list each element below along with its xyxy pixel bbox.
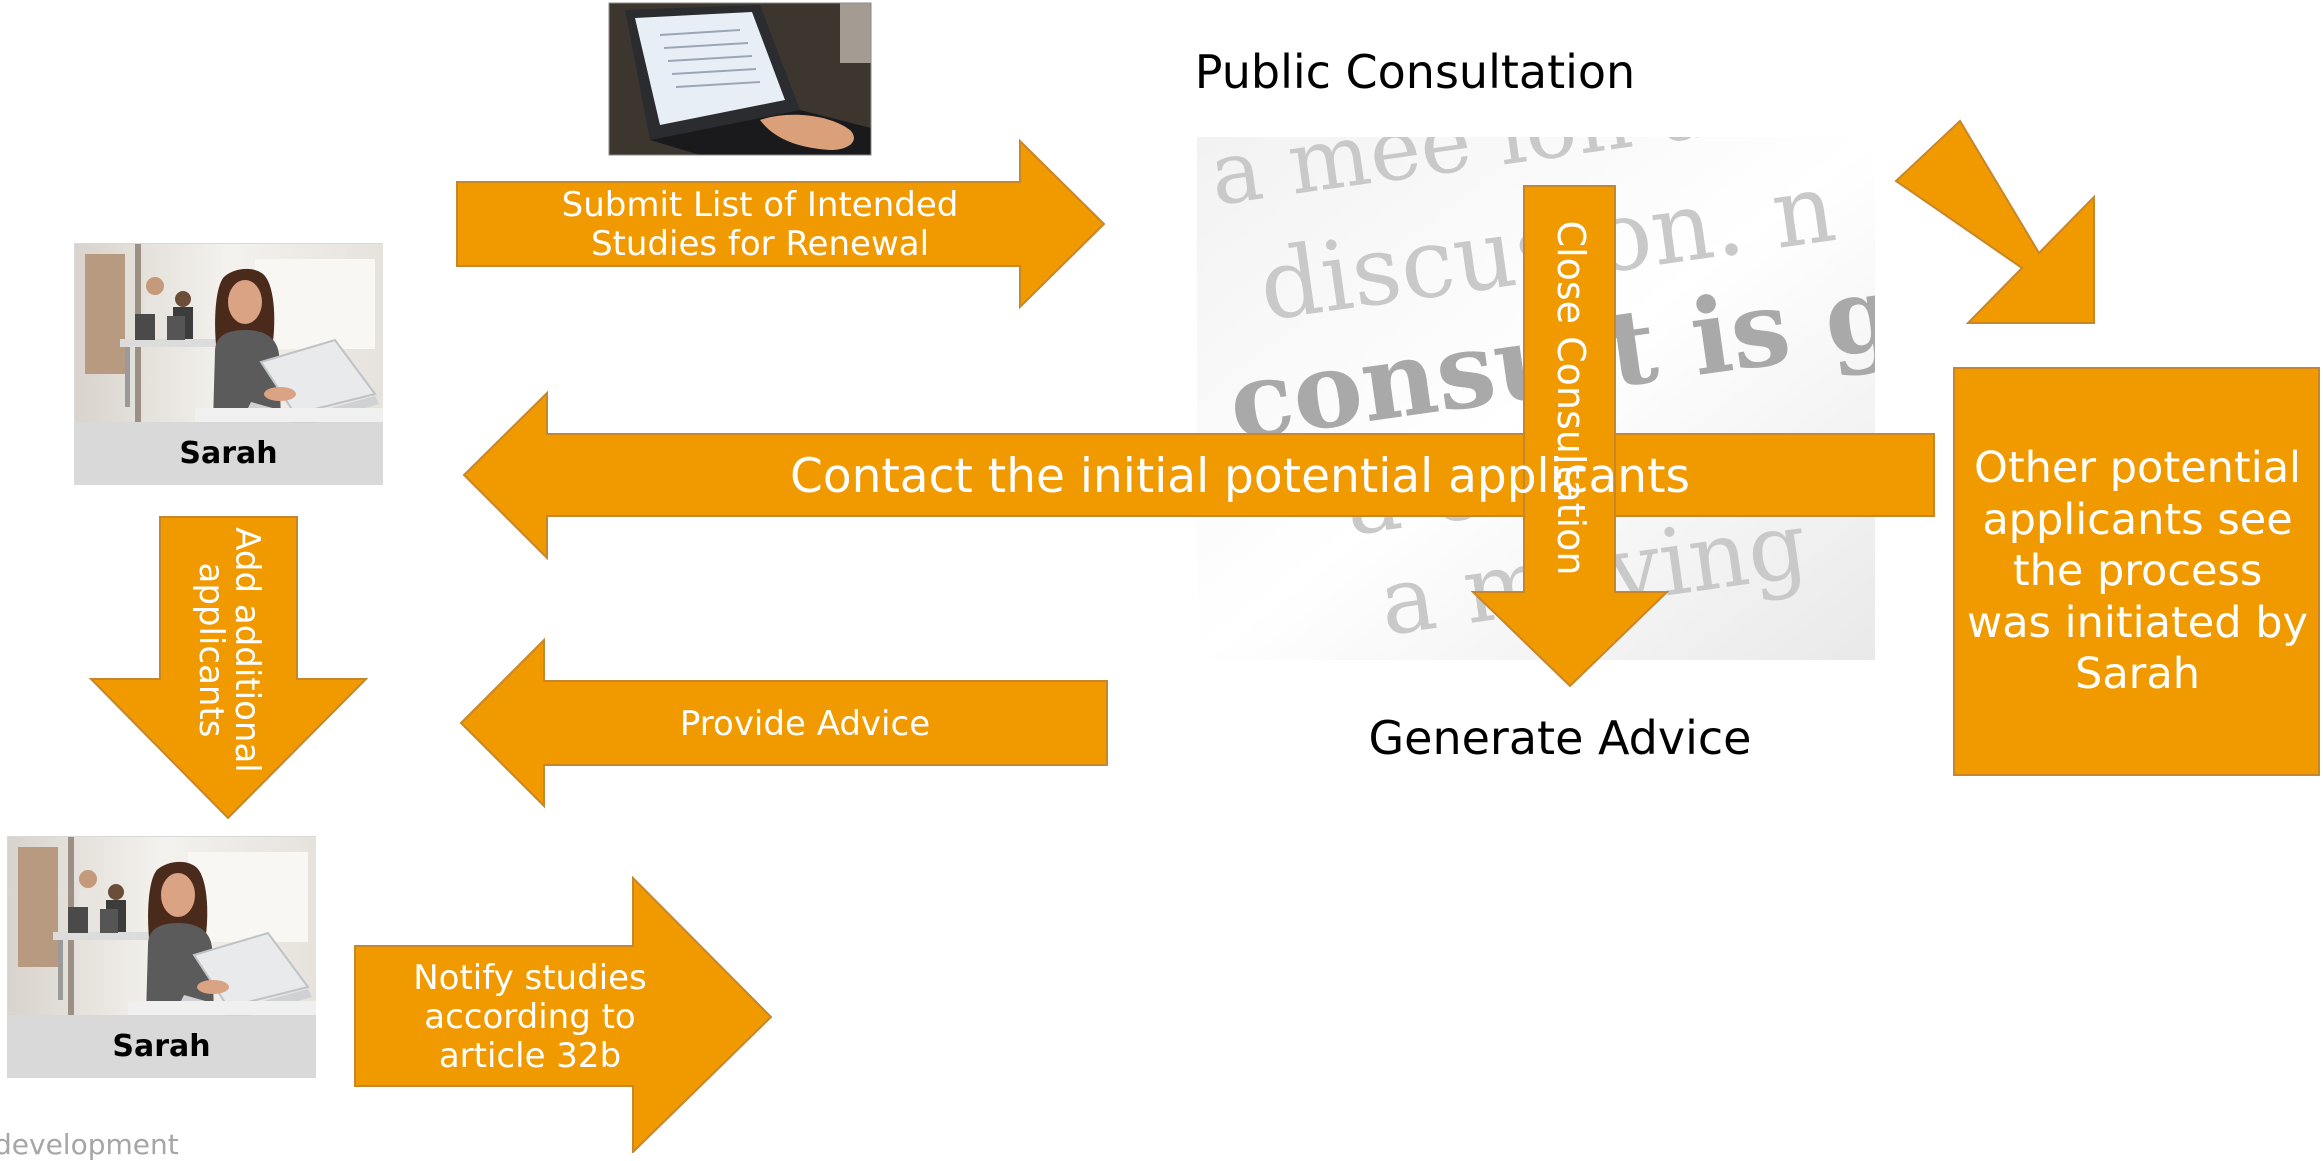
provide-advice-label: Provide Advice [679, 704, 931, 745]
generate-advice-title: Generate Advice [1368, 710, 1752, 765]
provide-advice-arrow [459, 637, 1108, 809]
close-consultation-label: Close Consultation [1548, 220, 1593, 576]
notify-arrow-label: Notify studies according to article 32b [413, 957, 647, 1077]
diagonal-arrow [1894, 119, 2095, 324]
notify-arrow [354, 875, 773, 1153]
add-applicants-label: Add additional applicants [191, 527, 267, 773]
submit-arrow-label: Submit List of Intended Studies for Rene… [561, 184, 959, 264]
contact-arrow-label: Contact the initial potential applicants [790, 448, 1690, 504]
other-applicants-box [1953, 367, 2320, 776]
sarah-top-name: Sarah [75, 423, 382, 483]
footer-text: development [0, 1128, 179, 1161]
add-applicants-arrow [88, 516, 369, 820]
sarah-bottom-name: Sarah [8, 1016, 315, 1076]
close-consultation-arrow [1470, 185, 1670, 688]
other-applicants-label: Other potential applicants see the proce… [1967, 443, 2308, 700]
submit-arrow [456, 138, 1106, 310]
public-consultation-title: Public Consultation [1194, 44, 1636, 99]
laptop-typing-photo [608, 2, 872, 156]
